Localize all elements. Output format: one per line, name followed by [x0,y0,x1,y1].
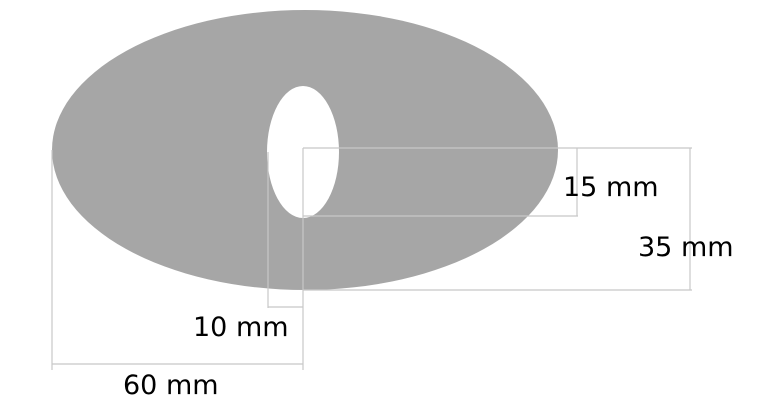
label-half-height: 35 mm [638,232,734,263]
label-hole-height: 15 mm [563,172,659,203]
label-hole-half-width: 10 mm [193,312,289,343]
label-half-width: 60 mm [123,370,219,401]
